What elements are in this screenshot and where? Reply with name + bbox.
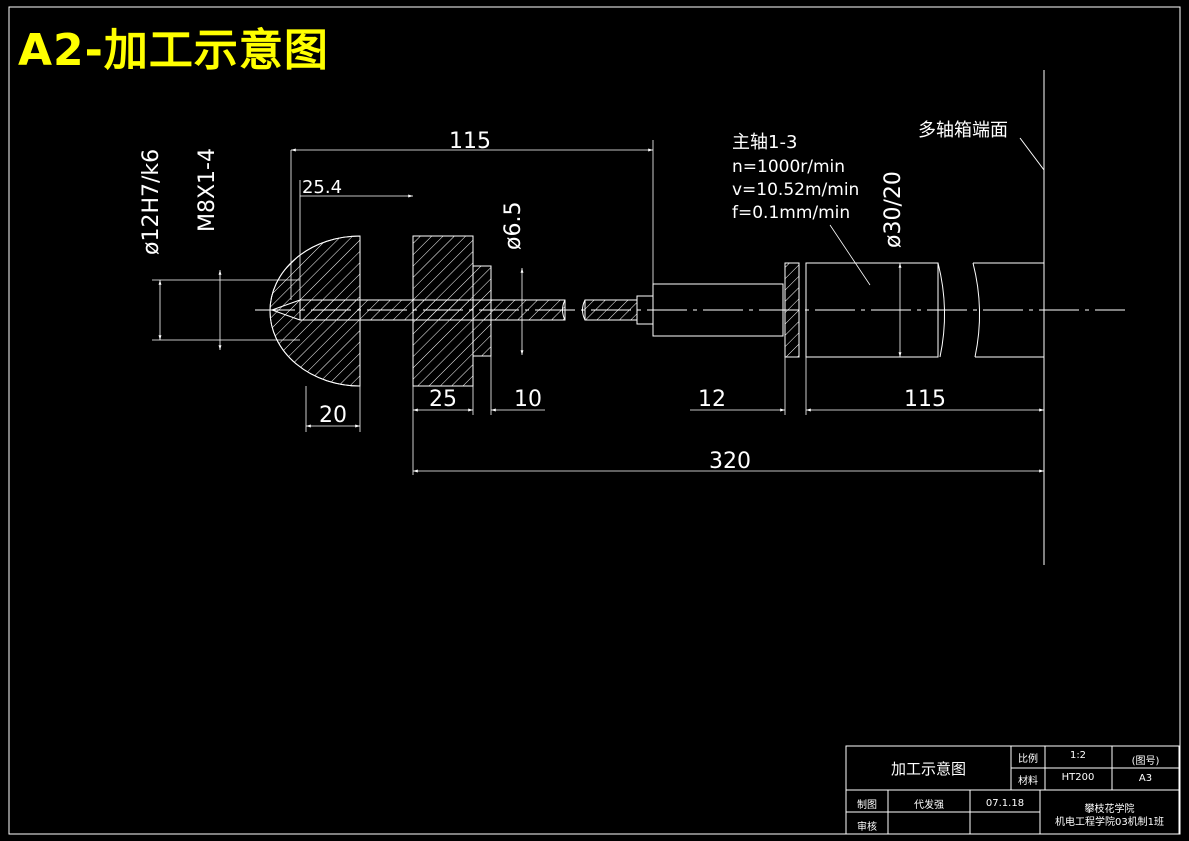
label-bore-fit: ø12H7/k6: [139, 149, 164, 255]
tb-drawn-by: 代发强: [914, 800, 944, 811]
tb-school: 攀枝花学院: [1084, 804, 1135, 815]
label-velocity: v=10.52m/min: [732, 180, 859, 200]
tb-drawing-name: 加工示意图: [890, 760, 966, 778]
drawing-title: A2-加工示意图: [18, 25, 329, 76]
dim-25: 25: [429, 387, 457, 412]
dim-12: 12: [698, 387, 726, 412]
label-spindle-name: 主轴1-3: [732, 132, 797, 153]
spindle: [805, 262, 939, 358]
tool-shank: [299, 299, 566, 321]
box-face-leader: [1019, 137, 1045, 171]
label-spindle-dia: ø30/20: [881, 171, 906, 248]
adapter: [652, 283, 784, 337]
tb-drawn-label: 制图: [857, 800, 877, 811]
washer: [784, 262, 800, 358]
dim-10: 10: [514, 387, 542, 412]
label-thread: M8X1-4: [195, 148, 220, 232]
title-block-grid: [845, 745, 1180, 835]
drawing-frame: [8, 6, 1181, 835]
dim-25-4: 25.4: [302, 177, 342, 198]
tb-scale-value: 1:2: [1069, 750, 1087, 761]
label-feed: f=0.1mm/min: [732, 203, 850, 223]
label-box-face: 多轴箱端面: [918, 120, 1008, 141]
title-block: 加工示意图 比例 1:2 (图号) 材料 HT200 A3 制图 代发强 07.…: [846, 746, 1179, 834]
tb-scale-label: 比例: [1018, 754, 1038, 765]
label-small-dia: ø6.5: [501, 202, 526, 250]
tb-class: 机电工程学院03机制1班: [1054, 817, 1165, 828]
tb-drawing-no: (图号): [1131, 756, 1160, 767]
tb-material-label: 材料: [1018, 776, 1038, 787]
label-speed: n=1000r/min: [732, 157, 845, 177]
dim-20: 20: [319, 403, 347, 428]
tb-size-value: A3: [1138, 773, 1153, 784]
tb-material-value: HT200: [1061, 772, 1095, 783]
tb-date: 07.1.18: [985, 798, 1025, 809]
dim-320: 320: [709, 449, 751, 474]
tb-check-label: 审核: [857, 822, 877, 833]
dim-115-top: 115: [449, 129, 491, 154]
dim-115-bottom: 115: [904, 387, 946, 412]
